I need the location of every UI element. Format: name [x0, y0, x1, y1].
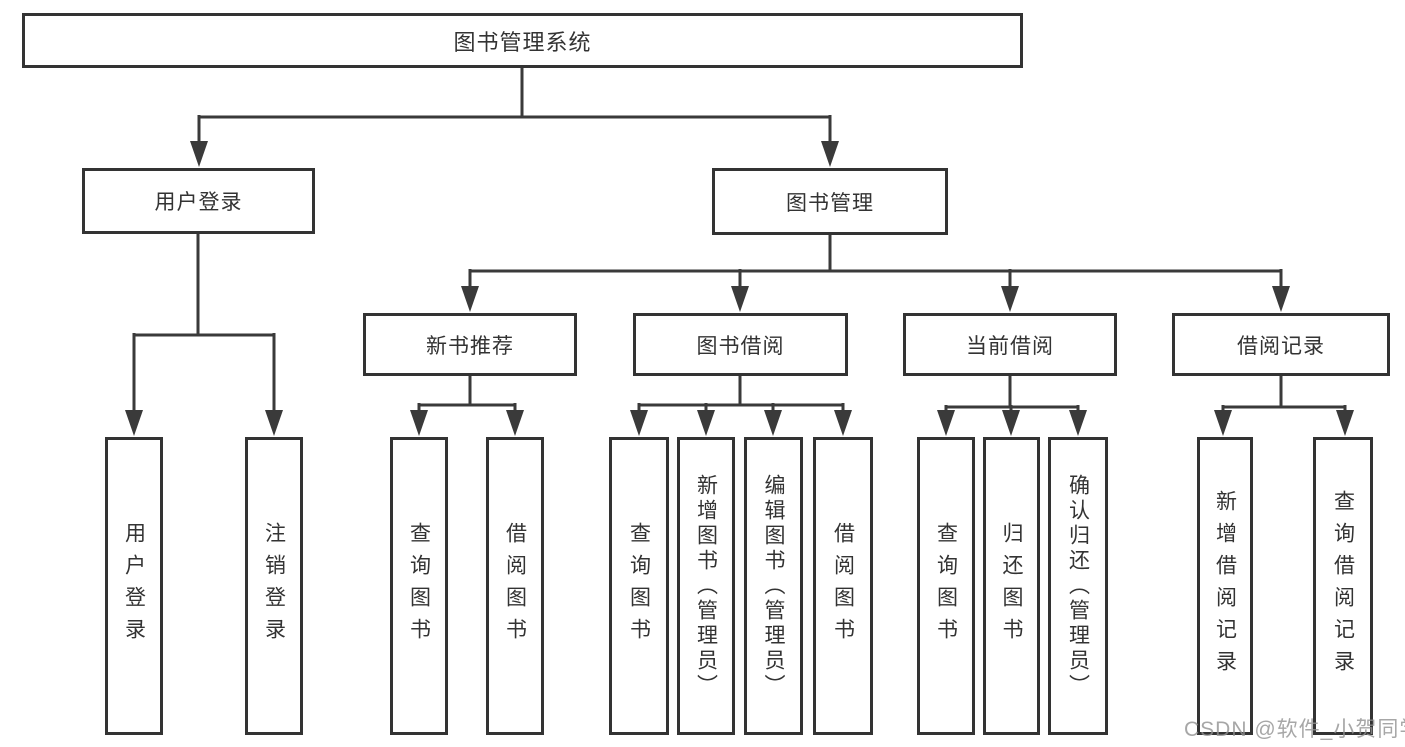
node-label: 图书管理 — [786, 191, 874, 215]
node-label: 图书管理系统 — [453, 29, 592, 55]
node-book-borrowing: 图书借阅 — [633, 313, 848, 376]
leaf-query-books-recommend: 查询图书 — [390, 437, 448, 735]
node-label: 新书推荐 — [426, 334, 514, 358]
leaf-confirm-return-admin: 确认归还（管理员） — [1048, 437, 1108, 735]
node-label: 查询借阅记录 — [1331, 490, 1355, 682]
arrowheads — [125, 141, 1354, 436]
leaf-borrow-books-borrowing: 借阅图书 — [813, 437, 873, 735]
node-library-system: 图书管理系统 — [22, 13, 1023, 68]
node-label: 用户登录 — [154, 191, 243, 214]
node-label: 用户登录 — [122, 522, 146, 650]
leaf-add-book-admin: 新增图书（管理员） — [677, 437, 735, 735]
connector-root-to-level2 — [197, 66, 832, 146]
leaf-logout: 注销登录 — [245, 437, 303, 735]
node-borrowing-records: 借阅记录 — [1172, 313, 1390, 376]
connector-borrowrecords-to-leaves — [1221, 375, 1347, 413]
node-label: 图书借阅 — [696, 334, 785, 358]
node-book-management: 图书管理 — [712, 168, 948, 235]
leaf-query-borrow-record: 查询借阅记录 — [1313, 437, 1373, 735]
leaf-add-borrow-record: 新增借阅记录 — [1197, 437, 1253, 735]
leaf-return-book: 归还图书 — [983, 437, 1040, 735]
node-label: 当前借阅 — [966, 334, 1054, 358]
leaf-query-books-borrowing: 查询图书 — [609, 437, 669, 735]
node-label: 新增图书（管理员） — [694, 473, 718, 699]
node-current-borrowing: 当前借阅 — [903, 313, 1117, 376]
connector-currentborrow-to-leaves — [944, 375, 1080, 413]
node-label: 编辑图书（管理员） — [762, 473, 785, 699]
node-label: 新增借阅记录 — [1213, 490, 1237, 682]
leaf-query-books-current: 查询图书 — [917, 437, 975, 735]
node-label: 归还图书 — [1000, 522, 1023, 650]
node-label: 借阅图书 — [503, 522, 527, 650]
connector-newbook-to-leaves — [417, 374, 517, 413]
node-label: 借阅图书 — [831, 522, 855, 650]
node-label: 查询图书 — [627, 522, 651, 650]
leaf-user-login: 用户登录 — [105, 437, 163, 735]
node-label: 查询图书 — [934, 522, 958, 650]
node-label: 查询图书 — [407, 522, 431, 650]
connector-bookborrow-to-leaves — [637, 374, 845, 413]
node-label: 注销登录 — [262, 522, 286, 650]
connector-bookmgmt-to-level3 — [468, 233, 1283, 290]
node-new-book-recommendation: 新书推荐 — [363, 313, 577, 376]
connector-userlogin-to-leaves — [132, 232, 276, 414]
leaf-edit-book-admin: 编辑图书（管理员） — [744, 437, 803, 735]
node-label: 借阅记录 — [1237, 334, 1325, 358]
node-user-login: 用户登录 — [82, 168, 315, 234]
leaf-borrow-books-recommend: 借阅图书 — [486, 437, 544, 735]
watermark: CSDN @软件_小贺同学 — [1184, 718, 1405, 741]
node-label: 确认归还（管理员） — [1066, 473, 1090, 699]
